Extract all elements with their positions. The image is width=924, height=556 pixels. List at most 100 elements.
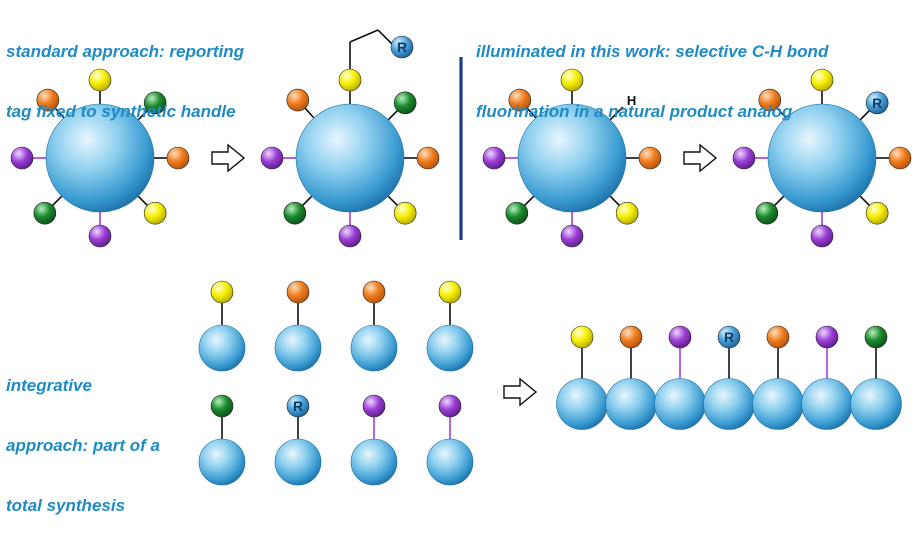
chain-orange-ball [619, 325, 643, 349]
building-block-core [274, 324, 322, 372]
chain-core [703, 378, 755, 430]
orange-ball [888, 146, 912, 170]
yellow-ball [615, 201, 639, 225]
caption-illuminated-line-1: illuminated in this work: selective C-H … [476, 42, 829, 61]
bond [387, 195, 398, 206]
reporter-label: R [293, 398, 303, 414]
handle-chain [377, 29, 393, 45]
purple-ball [732, 146, 756, 170]
chain-core [556, 378, 608, 430]
green-ball [33, 201, 57, 225]
caption-standard-approach: standard approach: reporting tag fixed t… [6, 2, 244, 162]
building-block-purple-ball [362, 394, 386, 418]
reporter-label: R [724, 329, 734, 345]
yellow-ball [810, 68, 834, 92]
building-block-core [350, 438, 398, 486]
purple-ball [338, 224, 362, 248]
figure: R H R R R standard approach: reporting tag f… [6, 2, 912, 515]
handle-chain [349, 29, 379, 43]
yellow-ball [560, 68, 584, 92]
reporter-label: R [872, 95, 882, 111]
building-block-core [274, 438, 322, 486]
green-ball [143, 91, 167, 115]
bond [137, 110, 148, 121]
building-block-core [350, 324, 398, 372]
chain-core [801, 378, 853, 430]
green-ball [283, 201, 307, 225]
reporter-ball [865, 91, 889, 115]
green-ball [755, 201, 779, 225]
bond [526, 107, 537, 119]
chain-reporter-ball [717, 325, 741, 349]
bond [524, 195, 535, 206]
green-ball [393, 91, 417, 115]
chain-purple-ball [815, 325, 839, 349]
bond [859, 195, 870, 206]
caption-integrative-line-3: total synthesis [6, 496, 126, 515]
building-block-core [426, 324, 474, 372]
caption-standard-line-2: tag fixed to synthetic handle [6, 102, 236, 121]
hydrogen-label: H [627, 93, 636, 108]
green-ball [505, 201, 529, 225]
scheme-diagram: R H R R R [10, 29, 912, 486]
caption-standard-line-1: standard approach: reporting [6, 42, 245, 61]
building-block-orange-ball [362, 280, 386, 304]
arrow-standard [211, 143, 246, 173]
chain-orange-ball [766, 325, 790, 349]
yellow-ball [865, 201, 889, 225]
caption-integrative-line-2: approach: part of a [6, 436, 160, 455]
purple-ball [810, 224, 834, 248]
orange-ball [286, 88, 310, 112]
molecule-4-core [767, 103, 877, 213]
purple-ball [560, 224, 584, 248]
bond [302, 195, 313, 206]
orange-ball [36, 88, 60, 112]
building-block-reporter-ball [286, 394, 310, 418]
chain-core [850, 378, 902, 430]
chain-green-ball [864, 325, 888, 349]
yellow-ball [88, 68, 112, 92]
handle-reporter-ball [390, 35, 414, 59]
bond [54, 107, 65, 119]
building-block-core [426, 438, 474, 486]
yellow-ball [393, 201, 417, 225]
bond [387, 110, 398, 121]
building-block-yellow-ball [438, 280, 462, 304]
orange-ball [758, 88, 782, 112]
caption-illuminated-work: illuminated in this work: selective C-H … [476, 2, 828, 162]
bond [774, 195, 785, 206]
building-block-green-ball [210, 394, 234, 418]
bond [776, 107, 787, 119]
building-block-core [198, 324, 246, 372]
building-block-purple-ball [438, 394, 462, 418]
bond [137, 195, 148, 206]
caption-integrative-line-1: integrative [6, 376, 92, 395]
building-block-orange-ball [286, 280, 310, 304]
caption-illuminated-line-2: fluorination in a natural product analog [476, 102, 793, 121]
bond [609, 195, 620, 206]
chain-purple-ball [668, 325, 692, 349]
building-block-yellow-ball [210, 280, 234, 304]
molecule-3-core [517, 103, 627, 213]
c-h-bond [609, 106, 624, 121]
yellow-ball [143, 201, 167, 225]
arrow-integrative [503, 377, 538, 407]
chain-core [654, 378, 706, 430]
reporter-label: R [397, 39, 407, 55]
bond [859, 110, 870, 121]
purple-ball [88, 224, 112, 248]
yellow-ball [338, 68, 362, 92]
purple-ball [10, 146, 34, 170]
orange-ball [508, 88, 532, 112]
chain-core [752, 378, 804, 430]
orange-ball [416, 146, 440, 170]
chain-core [605, 378, 657, 430]
orange-ball [638, 146, 662, 170]
molecule-1-core [45, 103, 155, 213]
caption-integrative-approach: integrative approach: part of a total sy… [6, 336, 160, 556]
building-block-core [198, 438, 246, 486]
purple-ball [260, 146, 284, 170]
chain-yellow-ball [570, 325, 594, 349]
bond [52, 195, 63, 206]
purple-ball [482, 146, 506, 170]
